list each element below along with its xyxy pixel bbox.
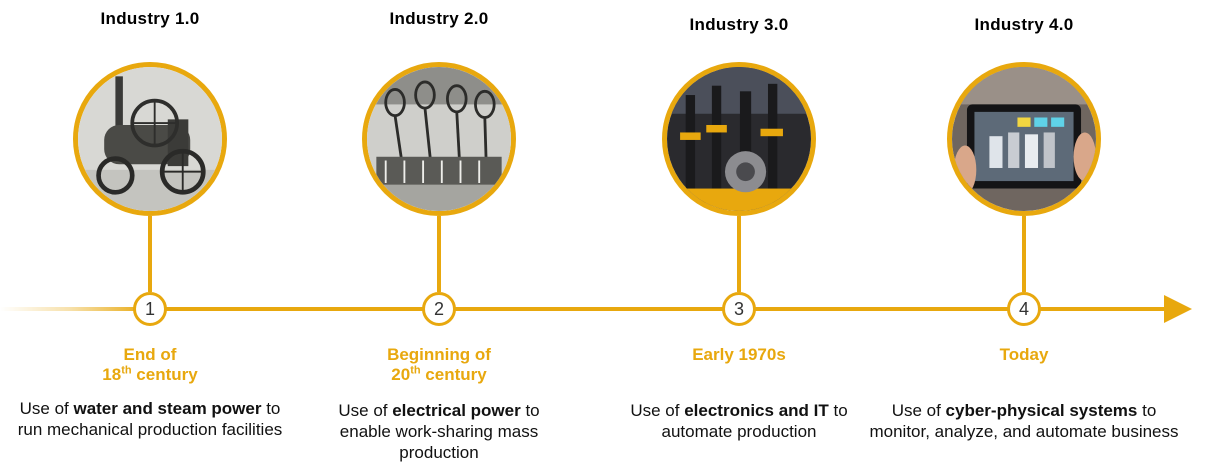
- desc-highlight: electronics and IT: [684, 401, 829, 420]
- stage-title: Industry 4.0: [974, 15, 1074, 34]
- stage-era: End of 18th century: [5, 345, 295, 385]
- era-line-2: 20th century: [294, 365, 584, 385]
- stage-title: Industry 2.0: [389, 9, 489, 28]
- era-line-1: Beginning of: [387, 345, 491, 364]
- stage-era: Today: [879, 345, 1169, 365]
- steam-engine-photo: [73, 62, 227, 216]
- automated-factory-photo: [662, 62, 816, 216]
- connector-line: [437, 216, 441, 292]
- era-ordinal: th: [410, 364, 421, 377]
- desc-text: Use of: [19, 399, 74, 418]
- tablet-photo: [947, 62, 1101, 216]
- timeline-arrowhead: [1164, 295, 1192, 323]
- stage-industry-4: Industry 4.0 4 Today Use of cyber-physic…: [869, 0, 1178, 475]
- connector-line: [1022, 216, 1026, 292]
- stage-description: Use of electronics and IT to automate pr…: [624, 400, 854, 442]
- era-line-1: Today: [999, 345, 1049, 364]
- era-unit: century: [420, 365, 487, 384]
- desc-highlight: water and steam power: [73, 399, 262, 418]
- stage-industry-1: Industry 1.0 1 End of 18th century Use o…: [5, 0, 295, 475]
- era-line-1: End of: [123, 345, 177, 364]
- stage-description: Use of electrical power to enable work-s…: [319, 400, 559, 463]
- stage-number-marker: 2: [422, 292, 456, 326]
- desc-text: Use of: [630, 401, 685, 420]
- stage-description: Use of cyber-physical systems to monitor…: [869, 400, 1179, 442]
- desc-text: to enable work-sharing mass production: [339, 401, 540, 462]
- stage-number-marker: 4: [1007, 292, 1041, 326]
- assembly-line-photo: [362, 62, 516, 216]
- era-ordinal: th: [121, 364, 132, 377]
- desc-text: to automate production: [661, 401, 848, 441]
- desc-text: to run mechanical production facilities: [17, 399, 283, 439]
- stage-number-marker: 1: [133, 292, 167, 326]
- stage-era: Beginning of 20th century: [294, 345, 584, 385]
- stage-industry-3: Industry 3.0 3 Early 1970s Use of: [594, 0, 884, 475]
- desc-text: Use of: [338, 401, 393, 420]
- stage-title: Industry 3.0: [689, 15, 789, 34]
- era-unit: century: [131, 365, 198, 384]
- stage-era: Early 1970s: [594, 345, 884, 365]
- era-number: 20: [391, 365, 411, 384]
- timeline-line: [0, 307, 1170, 311]
- era-number: 18: [102, 365, 122, 384]
- desc-text: to monitor, analyze, and automate busine…: [869, 401, 1179, 441]
- stage-title: Industry 1.0: [100, 9, 200, 28]
- connector-line: [148, 216, 152, 292]
- desc-highlight: cyber-physical systems: [945, 401, 1138, 420]
- era-line-1: Early 1970s: [692, 345, 786, 364]
- connector-line: [737, 216, 741, 292]
- era-line-2: 18th century: [5, 365, 295, 385]
- stage-description: Use of water and steam power to run mech…: [13, 398, 287, 440]
- desc-text: Use of: [891, 401, 946, 420]
- desc-highlight: electrical power: [392, 401, 521, 420]
- stage-industry-2: Industry 2.0 2 Be: [294, 0, 584, 475]
- stage-number-marker: 3: [722, 292, 756, 326]
